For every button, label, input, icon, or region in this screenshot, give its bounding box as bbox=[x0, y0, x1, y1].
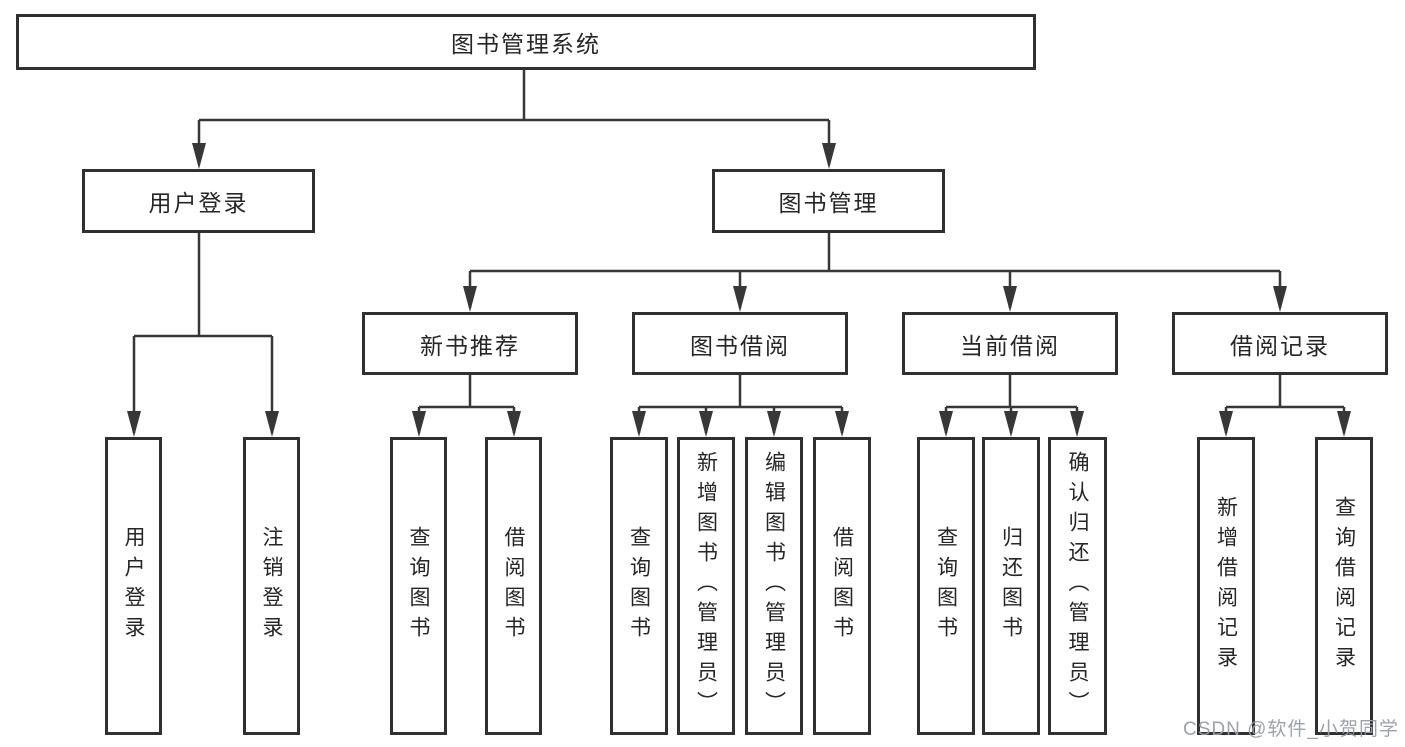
leaf-query-books-borrow: 查询图书 bbox=[610, 437, 668, 735]
node-root-system: 图书管理系统 bbox=[16, 14, 1036, 70]
node-label: 图书借阅 bbox=[690, 332, 790, 359]
leaf-label: 借阅图书 bbox=[502, 526, 525, 646]
leaf-label: 注销登录 bbox=[260, 526, 283, 646]
leaf-label: 新增借阅记录 bbox=[1214, 496, 1238, 676]
csdn-watermark: CSDN @软件_小贺同学 bbox=[1183, 719, 1399, 740]
arrowhead-icons bbox=[127, 143, 1351, 437]
leaf-label: 查询图书 bbox=[627, 526, 651, 646]
leaf-user-login: 用户登录 bbox=[105, 437, 162, 735]
leaf-label: 确认归还（管理员） bbox=[1066, 451, 1089, 721]
leaf-label: 新增图书（管理员） bbox=[694, 451, 718, 721]
leaf-label: 借阅图书 bbox=[830, 526, 854, 646]
leaf-logout: 注销登录 bbox=[243, 437, 300, 735]
leaf-query-books-current: 查询图书 bbox=[917, 437, 975, 735]
leaf-borrow-books-recommend: 借阅图书 bbox=[485, 437, 542, 735]
node-label: 当前借阅 bbox=[960, 332, 1060, 359]
node-label: 图书管理系统 bbox=[451, 31, 601, 57]
node-current-borrow: 当前借阅 bbox=[902, 312, 1118, 375]
node-label: 新书推荐 bbox=[420, 332, 520, 359]
node-label: 用户登录 bbox=[148, 190, 249, 216]
node-book-management-branch: 图书管理 bbox=[712, 169, 945, 233]
leaf-label: 用户登录 bbox=[122, 526, 145, 646]
leaf-add-borrow-record: 新增借阅记录 bbox=[1197, 437, 1255, 735]
leaf-label: 编辑图书（管理员） bbox=[762, 451, 786, 721]
leaf-edit-books-admin: 编辑图书（管理员） bbox=[745, 437, 803, 735]
leaf-borrow-books: 借阅图书 bbox=[813, 437, 871, 735]
node-book-borrow: 图书借阅 bbox=[632, 312, 848, 375]
leaf-label: 查询图书 bbox=[934, 526, 958, 646]
leaf-confirm-return-admin: 确认归还（管理员） bbox=[1048, 437, 1107, 735]
node-label: 图书管理 bbox=[778, 190, 879, 216]
node-user-login-branch: 用户登录 bbox=[82, 169, 315, 233]
leaf-label: 归还图书 bbox=[999, 526, 1023, 646]
leaf-query-borrow-record: 查询借阅记录 bbox=[1315, 437, 1373, 735]
leaf-query-books-recommend: 查询图书 bbox=[390, 437, 447, 735]
node-label: 借阅记录 bbox=[1230, 332, 1330, 359]
leaf-add-books-admin: 新增图书（管理员） bbox=[677, 437, 735, 735]
node-new-book-recommend: 新书推荐 bbox=[362, 312, 578, 375]
leaf-label: 查询图书 bbox=[407, 526, 430, 646]
node-borrow-records: 借阅记录 bbox=[1172, 312, 1388, 375]
leaf-return-books: 归还图书 bbox=[982, 437, 1040, 735]
leaf-label: 查询借阅记录 bbox=[1332, 496, 1356, 676]
